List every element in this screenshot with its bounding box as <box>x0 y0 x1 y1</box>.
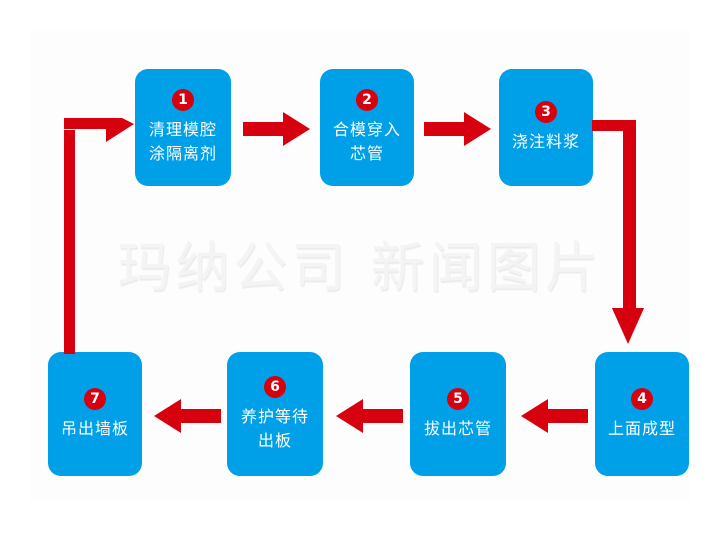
process-node-7[interactable]: 7 吊出墙板 <box>48 352 142 476</box>
step-badge-2: 2 <box>356 89 378 111</box>
process-node-label-2: 合模穿入 芯管 <box>332 120 401 163</box>
process-node-6[interactable]: 6 养护等待 出板 <box>227 352 323 476</box>
elbow-arrow-down-icon-step-3-to-4 <box>592 118 648 354</box>
process-node-label-4: 上面成型 <box>607 418 676 438</box>
arrow-right-icon-step-1-to-2 <box>243 111 311 147</box>
process-node-label-7: 吊出墙板 <box>60 418 129 438</box>
arrow-left-icon-step-4-to-5 <box>519 398 589 434</box>
step-badge-7: 7 <box>84 387 106 410</box>
arrow-left-icon-step-6-to-7 <box>152 398 222 434</box>
arrow-right-icon-step-2-to-3 <box>424 111 492 147</box>
arrow-left-icon-step-5-to-6 <box>334 398 404 434</box>
process-node-2[interactable]: 2 合模穿入 芯管 <box>320 69 414 186</box>
process-node-label-5: 拔出芯管 <box>423 418 492 438</box>
step-badge-1: 1 <box>172 89 194 111</box>
step-badge-6: 6 <box>264 375 286 398</box>
process-node-label-1: 清理模腔 涂隔离剂 <box>148 120 217 163</box>
process-node-5[interactable]: 5 拔出芯管 <box>410 352 506 476</box>
process-node-label-6: 养护等待 出板 <box>240 406 309 450</box>
step-badge-5: 5 <box>447 387 469 410</box>
process-node-3[interactable]: 3 浇注料浆 <box>499 69 593 186</box>
elbow-arrow-right-icon-step-7-to-1 <box>64 118 134 354</box>
process-node-label-3: 浇注料浆 <box>511 132 580 151</box>
step-badge-3: 3 <box>535 101 557 123</box>
process-node-1[interactable]: 1 清理模腔 涂隔离剂 <box>135 69 231 186</box>
process-node-4[interactable]: 4 上面成型 <box>595 352 689 476</box>
step-badge-4: 4 <box>631 387 653 410</box>
